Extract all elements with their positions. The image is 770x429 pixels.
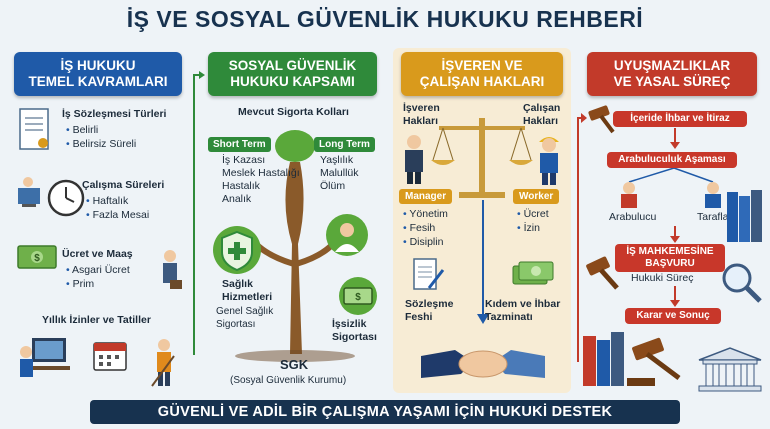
step-arrow-1 bbox=[670, 128, 680, 149]
long-item-disability: Malullük bbox=[320, 167, 359, 179]
gavel-large-icon bbox=[586, 256, 619, 290]
manager-item-management: Yönetim bbox=[403, 208, 448, 221]
books-gavel-icon bbox=[583, 332, 681, 386]
mediation-people bbox=[621, 168, 721, 208]
step-mediation: Arabuluculuk Aşaması bbox=[607, 152, 737, 168]
handshake-icon bbox=[421, 350, 545, 378]
office-worker-icon bbox=[20, 338, 70, 377]
manager-tag: Manager bbox=[399, 189, 453, 204]
calendar-icon bbox=[93, 342, 127, 371]
wage-item-minimum: Asgari Ücret bbox=[66, 264, 130, 277]
contract-item-indefinite: Belirsiz Süreli bbox=[66, 138, 137, 151]
manager-icon bbox=[405, 135, 423, 184]
health-shield-icon bbox=[213, 226, 261, 274]
parties-label: Taraflar bbox=[697, 211, 733, 223]
money-icon: $ bbox=[17, 245, 57, 269]
document-pen-icon bbox=[413, 258, 445, 290]
contract-icon bbox=[19, 108, 49, 150]
header-disputes: UYUŞMAZLIKLAR VE YASAL SÜREÇ bbox=[587, 52, 757, 96]
worker-item-leave: İzin bbox=[517, 222, 540, 235]
worker-icon bbox=[539, 137, 559, 185]
step-arrow-2 bbox=[670, 226, 680, 243]
page-title: İŞ VE SOSYAL GÜVENLİK HUKUKU REHBERİ bbox=[126, 6, 644, 32]
step-labor-court: İŞ MAHKEMESİNE BAŞVURU bbox=[615, 244, 725, 272]
binders-icon bbox=[727, 190, 762, 242]
contract-types-title: İş Sözleşmesi Türleri bbox=[62, 108, 167, 120]
manager-item-discipline: Disiplin bbox=[403, 236, 444, 249]
short-item-occupational: Meslek Hastalığı bbox=[222, 167, 300, 179]
magnifier-icon bbox=[722, 263, 762, 303]
short-item-illness: Hastalık bbox=[222, 180, 260, 192]
sgk-label: SGK bbox=[280, 357, 309, 372]
contract-termination-label: Sözleşme Feshi bbox=[405, 298, 454, 323]
short-item-accident: İş Kazası bbox=[222, 154, 266, 166]
column-labor-law: İŞ HUKUKU TEMEL KAVRAMLARI İş Sözleşmesi… bbox=[6, 48, 190, 393]
long-term-label: Long Term bbox=[314, 137, 375, 152]
worker-item-wage: Ücret bbox=[517, 208, 549, 221]
annual-leave-title: Yıllık İzinler ve Tatiller bbox=[42, 314, 151, 326]
health-services-label: Sağlık Hizmetleri bbox=[222, 278, 273, 303]
footer-banner: GÜVENLİ VE ADİL BİR ÇALIŞMA YAŞAMI İÇİN … bbox=[90, 400, 680, 424]
hours-item-weekly: Haftalık bbox=[86, 195, 129, 208]
money-stack-icon bbox=[512, 261, 554, 285]
scale-icon bbox=[431, 118, 533, 198]
contract-item-fixed: Belirli bbox=[66, 124, 99, 137]
doctor-icon bbox=[326, 214, 368, 256]
working-hours-title: Çalışma Süreleri bbox=[82, 179, 165, 191]
svg-text:$: $ bbox=[34, 253, 40, 264]
unemployment-insurance-label: İşsizlik Sigortası bbox=[332, 318, 377, 343]
worker-briefcase-icon bbox=[163, 250, 182, 289]
column-social-security: SOSYAL GÜVENLİK HUKUKU KAPSAMI Mevcut Si… bbox=[200, 48, 385, 393]
cleaner-worker-icon bbox=[151, 339, 175, 387]
courthouse-icon bbox=[698, 347, 762, 392]
gavel-icon bbox=[588, 105, 615, 134]
insurance-branches-title: Mevcut Sigorta Kolları bbox=[238, 106, 349, 118]
step-decision: Karar ve Sonuç bbox=[625, 308, 721, 324]
header-social-security: SOSYAL GÜVENLİK HUKUKU KAPSAMI bbox=[208, 52, 377, 96]
header-rights: İŞVEREN VE ÇALIŞAN HAKLARI bbox=[401, 52, 563, 96]
wage-title: Ücret ve Maaş bbox=[62, 248, 133, 260]
vertical-arrows bbox=[477, 200, 489, 324]
long-item-old-age: Yaşlılık bbox=[320, 154, 354, 166]
mediator-label: Arabulucu bbox=[609, 211, 657, 223]
sgk-fullname: (Sosyal Güvenlik Kurumu) bbox=[230, 375, 347, 386]
flow-arrow-1 bbox=[193, 71, 205, 355]
severance-label: Kıdem ve İhbar Tazminatı bbox=[485, 298, 561, 323]
general-health-insurance: Genel Sağlık Sigortası bbox=[216, 306, 274, 330]
employee-rights-label: Çalışan Hakları bbox=[523, 102, 561, 127]
step-internal-objection: İçeride İhbar ve İtiraz bbox=[613, 111, 747, 127]
worker-tag: Worker bbox=[513, 189, 560, 204]
flow-arrow-2 bbox=[577, 113, 587, 362]
manager-item-termination: Fesih bbox=[403, 222, 436, 235]
clock-icon bbox=[18, 177, 85, 217]
svg-text:$: $ bbox=[355, 292, 361, 303]
employer-rights-label: İşveren Hakları bbox=[403, 102, 440, 127]
step-arrow-3 bbox=[670, 286, 680, 307]
legal-process-label: Hukuki Süreç bbox=[631, 272, 694, 284]
column-disputes: UYUŞMAZLIKLAR VE YASAL SÜREÇ İçeride İhb… bbox=[579, 48, 765, 393]
short-item-maternity: Analık bbox=[222, 193, 252, 205]
long-item-death: Ölüm bbox=[320, 180, 346, 192]
cash-icon: $ bbox=[339, 277, 377, 315]
hours-item-overtime: Fazla Mesai bbox=[86, 209, 150, 222]
wage-item-bonus: Prim bbox=[66, 278, 95, 291]
short-term-label: Short Term bbox=[208, 137, 271, 152]
column-rights: İŞVEREN VE ÇALIŞAN HAKLARI İşveren Hakla… bbox=[393, 48, 571, 393]
header-labor-law: İŞ HUKUKU TEMEL KAVRAMLARI bbox=[14, 52, 182, 96]
